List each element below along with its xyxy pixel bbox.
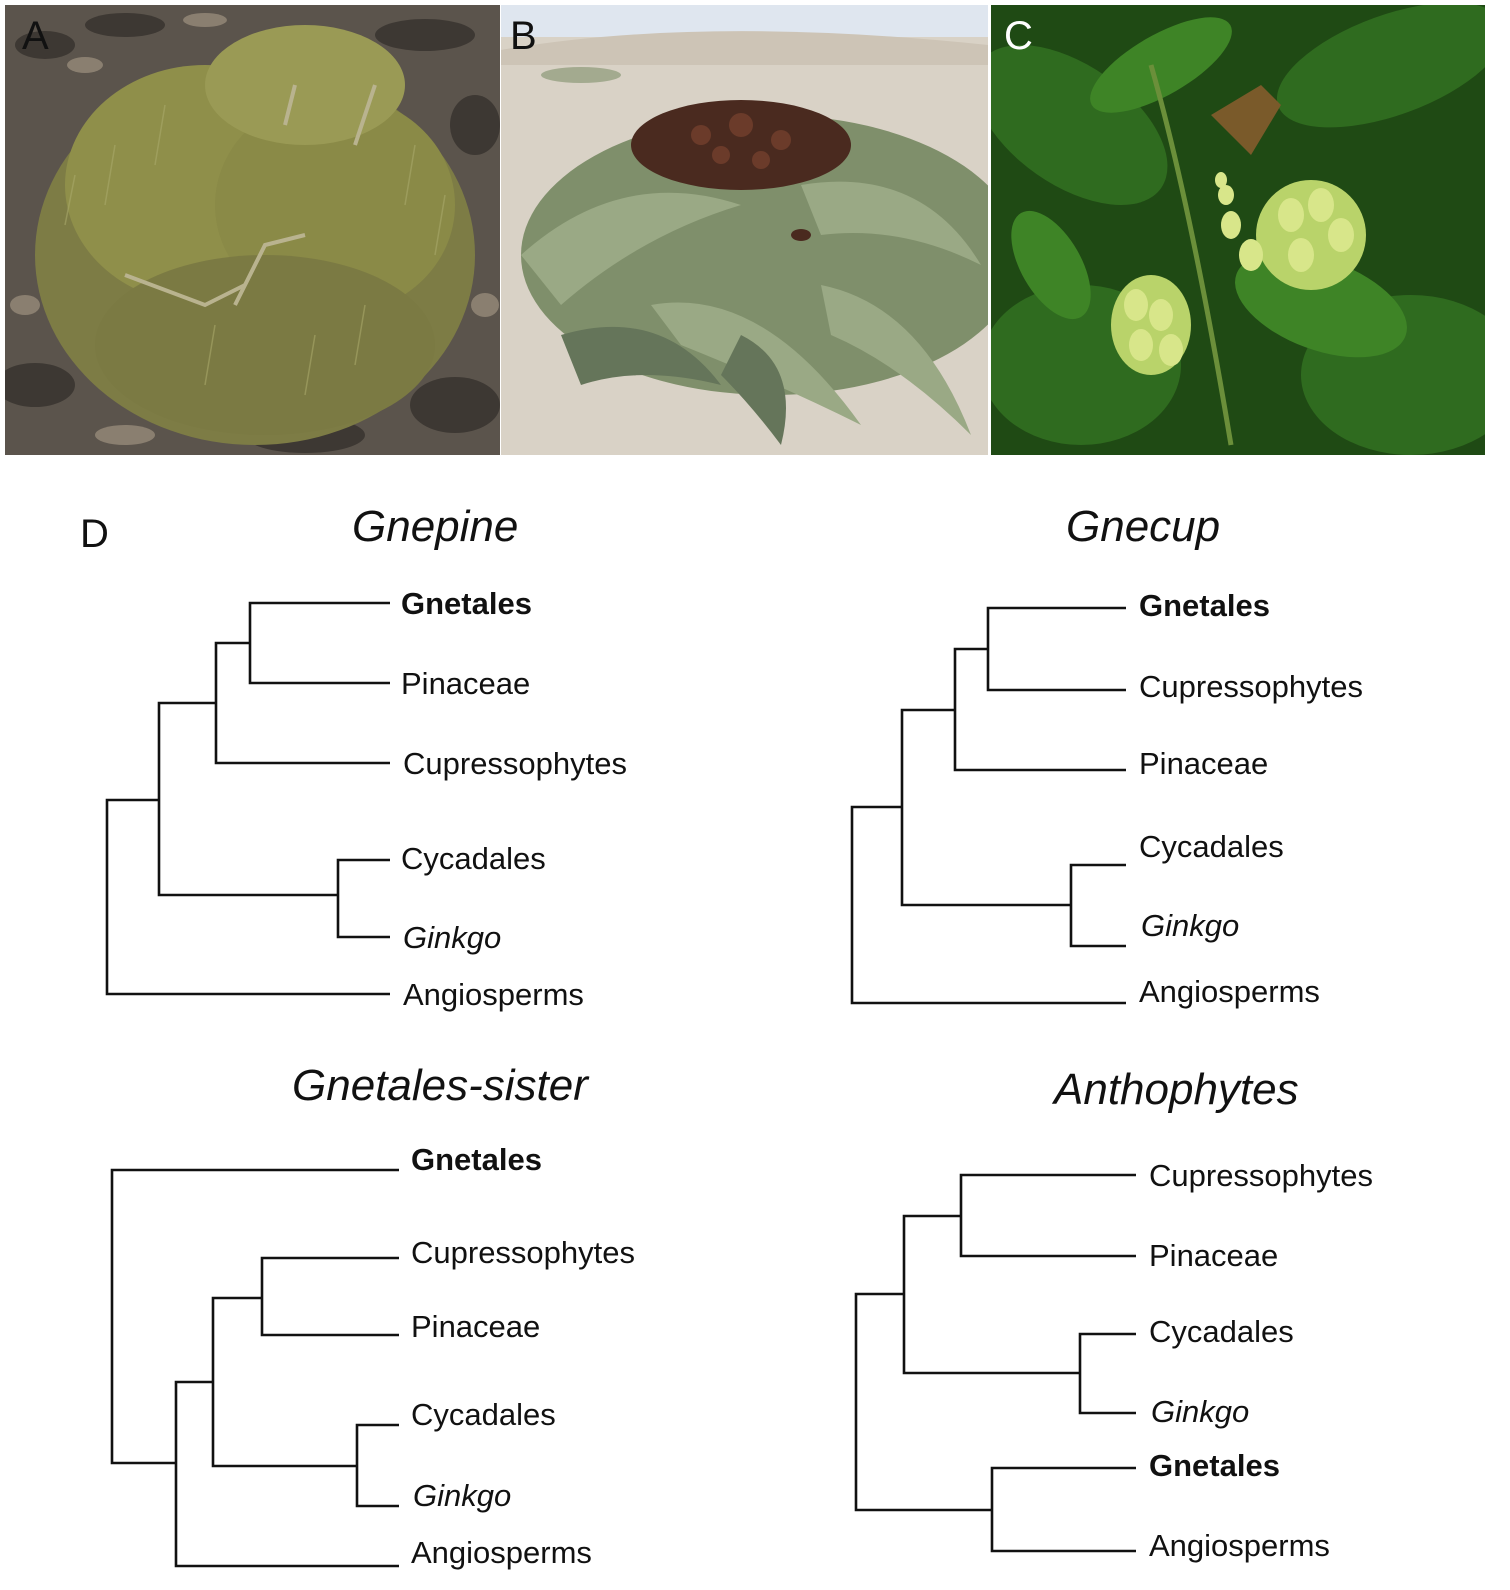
tree-title: Gnepine [352,502,518,551]
taxon-label: Cupressophytes [411,1235,635,1270]
taxon-label: Cycadales [1149,1314,1294,1349]
panel-label-d: D [80,512,109,556]
taxon-label: Cycadales [1139,829,1284,864]
taxon-label: Ginkgo [1151,1394,1249,1429]
taxon-label: Ginkgo [403,920,501,955]
taxon-label: Cycadales [401,841,546,876]
taxon-label: Cupressophytes [403,746,627,781]
taxon-label: Gnetales [1139,588,1270,623]
panel-label-c: C [1004,14,1033,58]
tree-title: Gnetales-sister [292,1061,590,1110]
tree-title: Gnecup [1066,502,1220,551]
taxon-label: Pinaceae [401,666,530,701]
taxon-label: Ginkgo [1141,908,1239,943]
tree-branches [850,606,1126,1005]
taxon-label: Ginkgo [413,1478,511,1513]
photo-gnetum [991,5,1485,455]
photo-ephedra [5,5,500,455]
taxon-label: Cupressophytes [1149,1158,1373,1193]
taxon-label: Angiosperms [411,1535,592,1570]
tree-gnetales-sister: Gnetales-sister Gnetales Cupressophytes … [110,1061,635,1570]
panel-label-b: B [510,14,537,58]
panel-label-a: A [22,14,49,58]
taxon-label: Pinaceae [411,1309,540,1344]
taxon-label: Angiosperms [403,977,584,1012]
tree-branches [854,1173,1136,1553]
tree-branches [110,1168,399,1568]
taxon-label: Gnetales [411,1142,542,1177]
tree-gnepine: Gnepine Gnetales Pinaceae Cupressophytes… [105,502,627,1012]
taxon-label: Gnetales [1149,1448,1280,1483]
taxon-label: Cupressophytes [1139,669,1363,704]
taxon-label: Angiosperms [1149,1528,1330,1563]
tree-gnecup: Gnecup Gnetales Cupressophytes Pinaceae … [850,502,1363,1009]
taxon-label: Gnetales [401,586,532,621]
taxon-label: Angiosperms [1139,974,1320,1009]
tree-title: Anthophytes [1051,1065,1299,1114]
tree-anthophytes: Anthophytes Cupressophytes Pinaceae Cyca… [854,1065,1373,1563]
photo-welwitschia [501,5,988,455]
taxon-label: Pinaceae [1149,1238,1278,1273]
tree-branches [105,601,390,996]
taxon-label: Cycadales [411,1397,556,1432]
taxon-label: Pinaceae [1139,746,1268,781]
